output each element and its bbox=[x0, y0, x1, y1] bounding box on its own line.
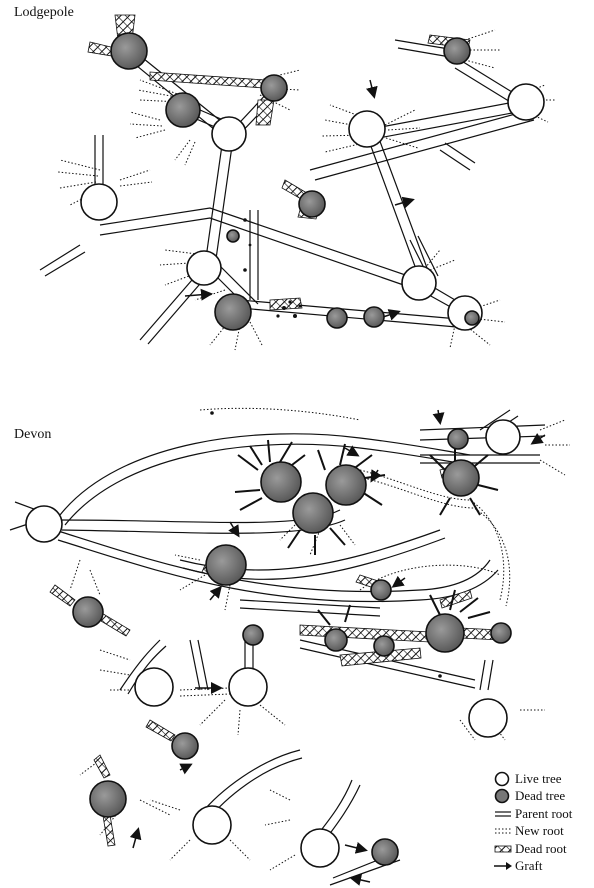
live-tree bbox=[187, 251, 221, 285]
dead-tree bbox=[261, 462, 301, 502]
graft-arrow bbox=[345, 448, 357, 455]
legend-item-graft: Graft bbox=[493, 858, 593, 876]
dead-tree bbox=[374, 636, 394, 656]
devon-panel bbox=[10, 408, 570, 885]
devon-trees bbox=[26, 420, 520, 867]
dead-tree bbox=[444, 38, 470, 64]
legend-item-dead-root: Dead root bbox=[493, 840, 593, 858]
live-tree bbox=[486, 420, 520, 454]
legend-label: Dead root bbox=[515, 841, 567, 857]
dead-root-icon bbox=[493, 841, 513, 857]
live-tree bbox=[135, 668, 173, 706]
live-tree bbox=[508, 84, 544, 120]
dead-tree bbox=[227, 230, 239, 242]
live-tree bbox=[349, 111, 385, 147]
graft-arrow bbox=[370, 80, 374, 96]
live-tree bbox=[469, 699, 507, 737]
dead-tree bbox=[364, 307, 384, 327]
legend-label: New root bbox=[515, 823, 564, 839]
graft-arrow bbox=[394, 578, 405, 586]
dead-tree bbox=[261, 75, 287, 101]
dead-tree bbox=[491, 623, 511, 643]
legend-item-parent-root: Parent root bbox=[493, 805, 593, 823]
live-tree-icon bbox=[493, 771, 513, 787]
dead-tree bbox=[172, 733, 198, 759]
dead-tree bbox=[166, 93, 200, 127]
dead-tree bbox=[326, 465, 366, 505]
graft-arrow bbox=[352, 878, 370, 882]
dead-tree bbox=[215, 294, 251, 330]
live-tree bbox=[402, 266, 436, 300]
legend-label: Live tree bbox=[515, 771, 562, 787]
lodgepole-new-roots bbox=[58, 30, 555, 350]
site-label-lodgepole: Lodgepole bbox=[14, 5, 74, 21]
dead-tree bbox=[327, 308, 347, 328]
graft-arrow bbox=[438, 410, 440, 422]
new-root-icon bbox=[493, 823, 513, 839]
legend-label: Dead tree bbox=[515, 788, 565, 804]
legend-item-live-tree: Live tree bbox=[493, 770, 593, 788]
graft-arrow bbox=[345, 845, 365, 850]
graft-arrow bbox=[185, 294, 210, 296]
graft-arrow bbox=[180, 765, 190, 770]
legend-item-new-root: New root bbox=[493, 823, 593, 841]
live-tree bbox=[193, 806, 231, 844]
live-tree bbox=[229, 668, 267, 706]
dead-tree bbox=[443, 460, 479, 496]
dead-tree bbox=[111, 33, 147, 69]
legend: Live tree Dead tree Parent root New root… bbox=[493, 770, 593, 875]
graft-arrow bbox=[210, 588, 220, 600]
graft-arrow-icon bbox=[493, 858, 513, 874]
live-tree bbox=[212, 117, 246, 151]
dead-tree bbox=[371, 580, 391, 600]
dead-tree bbox=[90, 781, 126, 817]
live-tree bbox=[26, 506, 62, 542]
dead-tree bbox=[293, 493, 333, 533]
legend-label: Parent root bbox=[515, 806, 572, 822]
dead-tree bbox=[73, 597, 103, 627]
legend-item-dead-tree: Dead tree bbox=[493, 788, 593, 806]
dead-tree bbox=[325, 629, 347, 651]
parent-root-icon bbox=[493, 806, 513, 822]
dead-tree bbox=[426, 614, 464, 652]
dead-tree bbox=[465, 311, 479, 325]
graft-arrow bbox=[133, 830, 138, 848]
dead-tree-icon bbox=[493, 788, 513, 804]
lodgepole-panel bbox=[40, 15, 555, 350]
dead-tree bbox=[243, 625, 263, 645]
live-tree bbox=[81, 184, 117, 220]
dead-tree bbox=[206, 545, 246, 585]
live-tree bbox=[301, 829, 339, 867]
dead-tree bbox=[372, 839, 398, 865]
legend-label: Graft bbox=[515, 858, 542, 874]
dead-tree bbox=[448, 429, 468, 449]
dead-tree bbox=[299, 191, 325, 217]
site-label-devon: Devon bbox=[14, 427, 51, 443]
